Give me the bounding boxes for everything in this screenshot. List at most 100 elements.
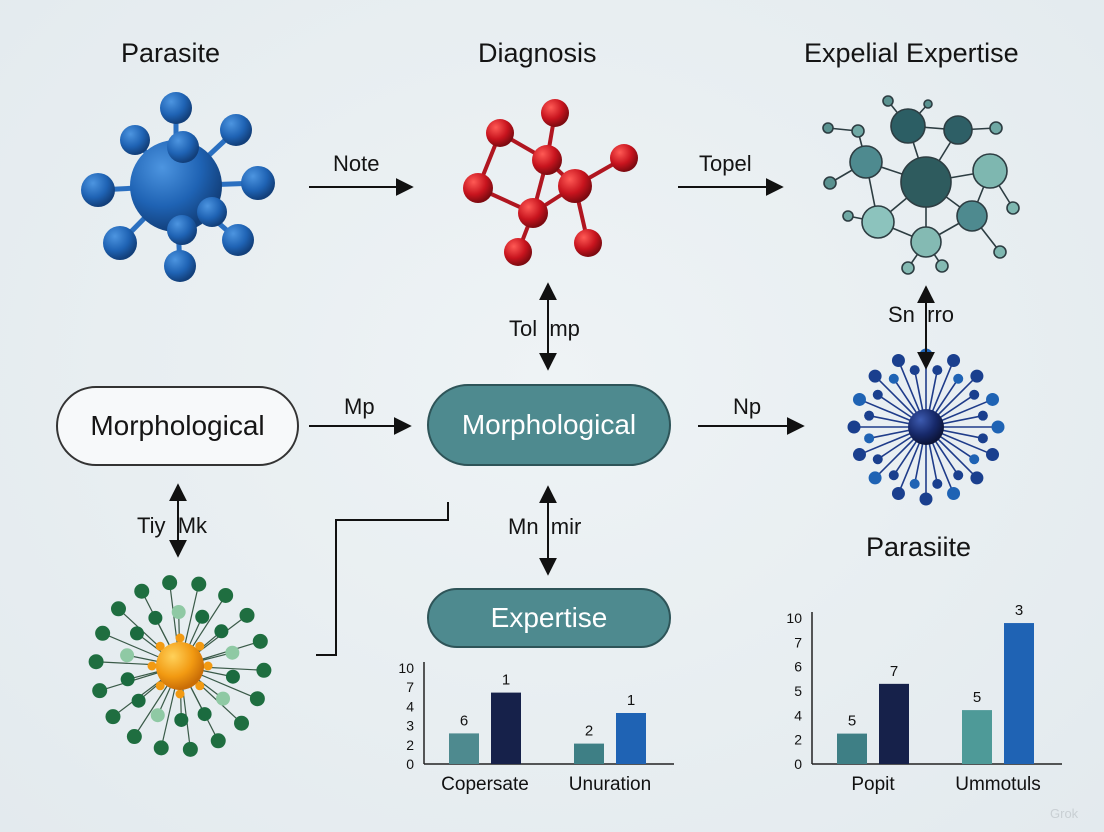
- y-tick-label: 2: [794, 732, 802, 748]
- starburst-atom: [872, 454, 883, 465]
- starburst-atom: [969, 389, 980, 400]
- bar: [574, 743, 604, 764]
- cluster-atom: [175, 633, 185, 643]
- label-mn-mir: Mn mir: [508, 514, 582, 539]
- watermark-text: Grok: [1050, 806, 1079, 821]
- starburst-atom: [891, 487, 905, 501]
- navy-starburst-molecule: [847, 348, 1005, 506]
- starburst-atom: [947, 353, 961, 367]
- starburst-atom: [888, 470, 899, 481]
- y-tick-label: 10: [398, 660, 414, 676]
- x-category-label: Popit: [851, 774, 895, 795]
- cluster-atom: [218, 587, 234, 603]
- cluster-atom: [134, 583, 150, 599]
- starburst-atom: [969, 454, 980, 465]
- x-category-label: Copersate: [441, 774, 529, 795]
- bar-data-label: 3: [1015, 602, 1023, 619]
- label-tol-mp: Tol mp: [509, 316, 580, 341]
- title-parasiite: Parasiite: [866, 532, 972, 562]
- connector-elbow: [316, 502, 449, 656]
- starburst-atom: [864, 433, 875, 444]
- bar-data-label: 7: [890, 663, 898, 680]
- bar-data-label: 2: [585, 723, 593, 740]
- cluster-atom: [155, 681, 165, 691]
- starburst-atom: [909, 365, 920, 376]
- bar: [491, 692, 521, 764]
- starburst-atom: [932, 478, 943, 489]
- label-tiy-mk: Tiy Mk: [137, 513, 208, 538]
- cluster-atom: [95, 625, 111, 641]
- bar: [837, 733, 867, 764]
- starburst-atom: [953, 470, 964, 481]
- starburst-atom: [909, 478, 920, 489]
- starburst-core: [908, 409, 944, 445]
- label-sn-rro: Sn rro: [888, 302, 955, 327]
- cluster-atom: [120, 672, 135, 687]
- cluster-atom: [214, 624, 229, 639]
- y-tick-label: 7: [794, 634, 802, 650]
- starburst-atom: [891, 353, 905, 367]
- title-parasite: Parasite: [121, 38, 221, 68]
- bar: [1004, 623, 1034, 764]
- cluster-atom: [195, 681, 205, 691]
- cluster-atom: [197, 707, 212, 722]
- bar-data-label: 6: [460, 712, 468, 729]
- cluster-atom: [203, 661, 213, 671]
- y-tick-label: 6: [794, 659, 802, 675]
- label-np: Np: [733, 394, 762, 419]
- cluster-atom: [225, 669, 240, 684]
- starburst-atom: [953, 373, 964, 384]
- starburst-atom: [986, 448, 1000, 462]
- y-tick-label: 7: [406, 679, 414, 695]
- y-tick-label: 2: [406, 737, 414, 753]
- cluster-atom: [195, 641, 205, 651]
- bar-data-label: 5: [848, 713, 856, 730]
- starburst-atom: [970, 471, 984, 485]
- blue-parasite-molecule: [81, 92, 275, 282]
- bar-data-label: 1: [627, 692, 635, 709]
- cluster-atom: [239, 607, 255, 623]
- cluster-atom: [131, 693, 146, 708]
- cluster-atom: [129, 626, 144, 641]
- starburst-atom: [986, 392, 1000, 406]
- cluster-atom: [120, 648, 135, 663]
- cluster-atom: [88, 654, 104, 670]
- arrows: [169, 178, 935, 656]
- starburst-atom: [852, 448, 866, 462]
- cluster-atom: [148, 610, 163, 625]
- label-note: Note: [333, 151, 380, 176]
- cluster-atom: [195, 609, 210, 624]
- starburst-atom: [947, 487, 961, 501]
- starburst-atom: [872, 389, 883, 400]
- starburst-atom: [868, 369, 882, 383]
- y-tick-label: 4: [794, 707, 802, 723]
- cluster-atom: [191, 576, 207, 592]
- cluster-atom: [256, 662, 272, 678]
- cluster-atom: [92, 683, 108, 699]
- cluster-atom: [216, 691, 231, 706]
- cluster-atom: [225, 645, 240, 660]
- starburst-atom: [977, 433, 988, 444]
- cluster-atom: [155, 641, 165, 651]
- cluster-atom: [126, 729, 142, 745]
- starburst-atom: [852, 392, 866, 406]
- cluster-core: [156, 642, 204, 690]
- node-morphological-left: Morphological: [56, 386, 299, 466]
- starburst-atom: [970, 369, 984, 383]
- title-expelial-expertise: Expelial Expertise: [804, 38, 1019, 68]
- cluster-atom: [150, 708, 165, 723]
- green-orange-cluster: [88, 575, 272, 757]
- bar: [879, 683, 909, 764]
- x-category-label: Ummotuls: [955, 774, 1041, 795]
- cluster-atom: [162, 575, 178, 591]
- cluster-atom: [171, 605, 186, 620]
- label-topel: Topel: [699, 151, 752, 176]
- starburst-atom: [932, 365, 943, 376]
- starburst-atom: [868, 471, 882, 485]
- y-tick-label: 5: [794, 683, 802, 699]
- starburst-atom: [847, 420, 861, 434]
- y-tick-label: 10: [786, 610, 802, 626]
- bar: [962, 710, 992, 764]
